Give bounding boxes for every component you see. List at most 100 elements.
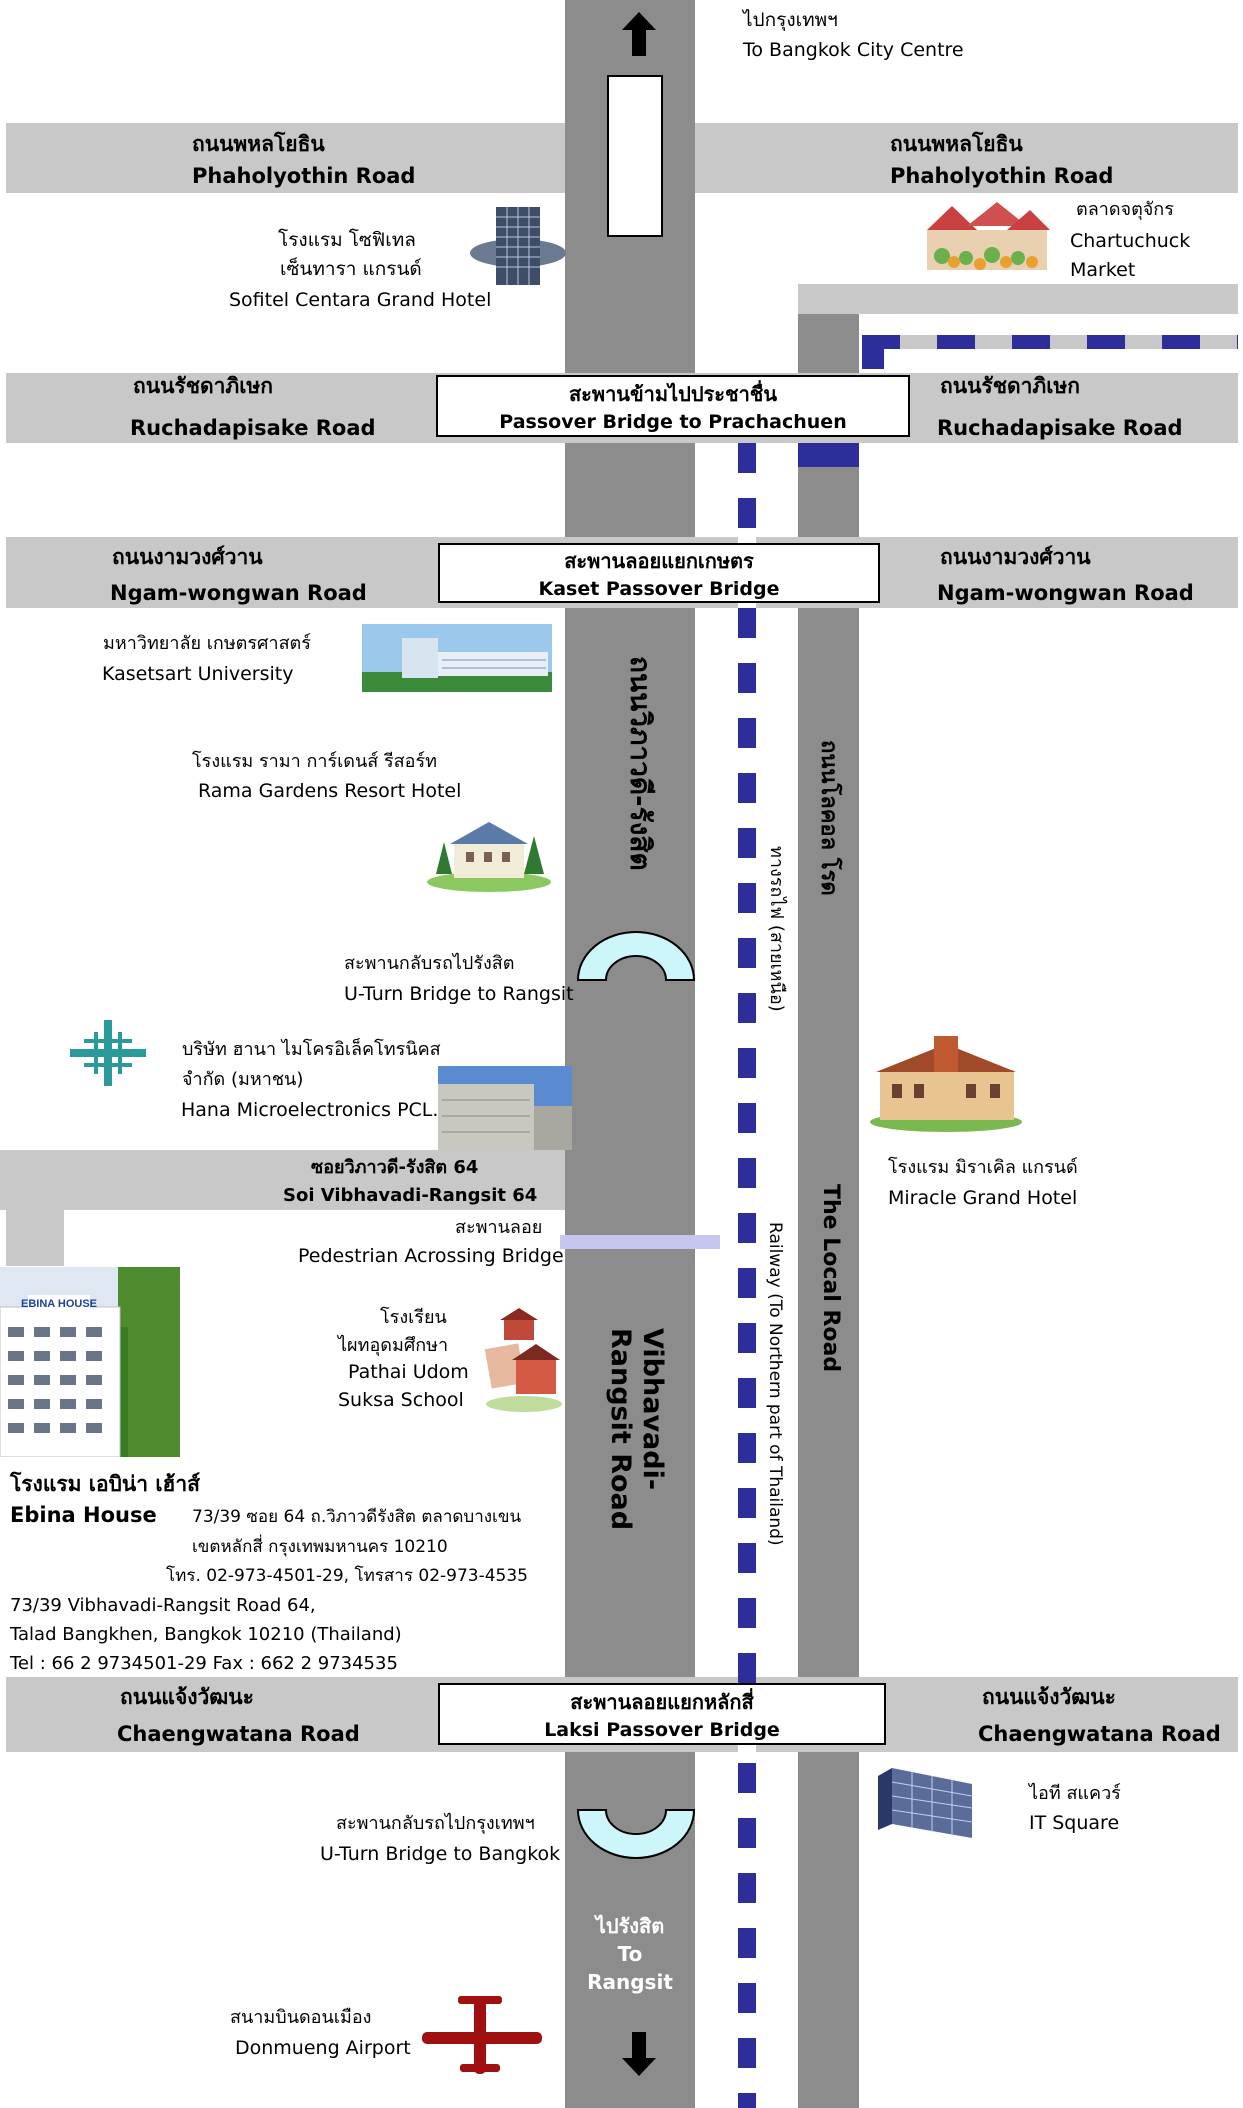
arrow-up-icon bbox=[622, 12, 656, 56]
school-label-th2: ไผทอุดมศึกษา bbox=[338, 1335, 449, 1356]
to-rangsit-to: To bbox=[617, 1942, 643, 1966]
school-label-en2: Suksa School bbox=[338, 1389, 464, 1411]
phaholyothin-label-right-en: Phaholyothin Road bbox=[890, 164, 1114, 188]
school-label-en1: Pathai Udom bbox=[348, 1361, 469, 1383]
chatuchak-label-en2: Market bbox=[1070, 259, 1136, 281]
chaengwatana-label-right-th: ถนนแจ้งวัฒนะ bbox=[982, 1685, 1116, 1709]
ruchadapisake-label-left-th: ถนนรัชดาภิเษก bbox=[133, 374, 273, 398]
it-square-label-en: IT Square bbox=[1029, 1812, 1120, 1834]
hana-label-en: Hana Microelectronics PCL. bbox=[181, 1099, 439, 1121]
chatuchak-label-en1: Chartuchuck bbox=[1070, 230, 1191, 252]
pedestrian-bridge-en: Pedestrian Acrossing Bridge bbox=[298, 1245, 564, 1267]
vibhavadi-label-en: Vibhavadi-Rangsit Road bbox=[604, 1328, 668, 1578]
rama-label-en: Rama Gardens Resort Hotel bbox=[198, 780, 462, 802]
rama-hotel-icon bbox=[427, 822, 551, 892]
ruchadapisake-label-right-th: ถนนรัชดาภิเษก bbox=[940, 374, 1080, 398]
ruchadapisake-label-left-en: Ruchadapisake Road bbox=[130, 416, 376, 440]
phaholyothin-road-right bbox=[695, 123, 1238, 193]
chaengwatana-label-left-th: ถนนแจ้งวัฒนะ bbox=[120, 1685, 254, 1709]
airplane-icon bbox=[422, 1996, 542, 2074]
phaholyothin-overpass bbox=[607, 75, 663, 237]
prachachuen-bridge-en: Passover Bridge to Prachachuen bbox=[499, 411, 847, 433]
sofitel-building-icon bbox=[470, 207, 566, 285]
rama-label-th: โรงแรม รามา การ์เดนส์ รีสอร์ท bbox=[192, 751, 437, 772]
to-rangsit-en: Rangsit bbox=[587, 1970, 673, 1994]
arrow-down-icon bbox=[622, 2032, 656, 2076]
ebina-name-th: โรงแรม เอบิน่า เฮ้าส์ bbox=[10, 1472, 200, 1496]
phaholyothin-label-right-th: ถนนพหลโยธิน bbox=[890, 132, 1023, 156]
railway-branch-corner bbox=[862, 335, 884, 369]
soi-64-road bbox=[0, 1150, 565, 1210]
it-square-building-icon bbox=[878, 1768, 973, 1838]
uturn-rangsit-en: U-Turn Bridge to Rangsit bbox=[344, 983, 574, 1005]
ebina-tel-en: Tel : 66 2 9734501-29 Fax : 662 2 973453… bbox=[10, 1653, 398, 1674]
ngamwongwan-label-right-th: ถนนงามวงศ์วาน bbox=[940, 545, 1091, 569]
school-label-th1: โรงเรียน bbox=[380, 1307, 447, 1328]
ebina-addr-en2: Talad Bangkhen, Bangkok 10210 (Thailand) bbox=[10, 1624, 402, 1645]
phaholyothin-label-left-en: Phaholyothin Road bbox=[192, 164, 416, 188]
uturn-rangsit-shape bbox=[576, 931, 696, 981]
ebina-sign-text: EBINA HOUSE bbox=[21, 1298, 97, 1310]
to-rangsit-th: ไปรังสิต bbox=[595, 1914, 665, 1938]
kasetsart-label-th: มหาวิทยาลัย เกษตรศาสตร์ bbox=[103, 633, 311, 654]
sofitel-label-en: Sofitel Centara Grand Hotel bbox=[229, 289, 492, 311]
local-road-connector bbox=[798, 284, 1238, 314]
ebina-house-image: EBINA HOUSE bbox=[0, 1267, 180, 1457]
railway-label-en: Railway (To Northern part of Thailand) bbox=[765, 1222, 785, 1546]
prachachuen-bridge-box: สะพานข้ามไปประชาชื่น Passover Bridge to … bbox=[436, 375, 910, 437]
phaholyothin-road-left bbox=[6, 123, 565, 193]
laksi-bridge-en: Laksi Passover Bridge bbox=[544, 1719, 780, 1741]
hana-label-th1: บริษัท ฮานา ไมโครอิเล็คโทรนิคส bbox=[182, 1039, 441, 1060]
pedestrian-bridge-bar bbox=[560, 1235, 720, 1249]
prachachuen-bridge-th: สะพานข้ามไปประชาชื่น bbox=[568, 382, 778, 406]
vibhavadi-road bbox=[565, 0, 695, 2108]
kasetsart-label-en: Kasetsart University bbox=[102, 663, 294, 685]
laksi-bridge-box: สะพานลอยแยกหลักสี่ Laksi Passover Bridge bbox=[438, 1683, 886, 1745]
airport-label-en: Donmueng Airport bbox=[235, 2037, 411, 2059]
uturn-bangkok-en: U-Turn Bridge to Bangkok bbox=[320, 1843, 561, 1865]
chatuchak-label-th: ตลาดจตุจักร bbox=[1076, 199, 1174, 220]
ngamwongwan-label-left-en: Ngam-wongwan Road bbox=[110, 581, 367, 605]
local-road-label-en: The Local Road bbox=[818, 1184, 843, 1373]
chaengwatana-label-left-en: Chaengwatana Road bbox=[117, 1722, 360, 1746]
airport-label-th: สนามบินดอนเมือง bbox=[230, 2007, 372, 2028]
railway-track bbox=[738, 443, 756, 2108]
kasetsart-building-image bbox=[362, 624, 552, 692]
hana-label-th2: จำกัด (มหาชน) bbox=[182, 1069, 304, 1090]
ebina-tel-th: โทร. 02-973-4501-29, โทรสาร 02-973-4535 bbox=[166, 1566, 528, 1586]
ruchadapisake-label-right-en: Ruchadapisake Road bbox=[937, 416, 1183, 440]
ebina-name-en: Ebina House bbox=[10, 1503, 157, 1527]
kaset-bridge-th: สะพานลอยแยกเกษตร bbox=[564, 549, 754, 573]
to-rangsit-block: ไปรังสิต To Rangsit bbox=[565, 1912, 695, 1996]
to-bangkok-th: ไปกรุงเทพฯ bbox=[743, 9, 838, 31]
chaengwatana-label-right-en: Chaengwatana Road bbox=[978, 1722, 1221, 1746]
uturn-bangkok-th: สะพานกลับรถไปกรุงเทพฯ bbox=[336, 1813, 535, 1834]
school-building-icon bbox=[484, 1308, 562, 1412]
uturn-bangkok-shape bbox=[576, 1809, 696, 1859]
railway-label-th: ทางรถไฟ (สายเหนือ) bbox=[766, 846, 787, 1012]
hana-logo-icon bbox=[70, 1020, 146, 1086]
to-bangkok-en: To Bangkok City Centre bbox=[743, 39, 964, 61]
pedestrian-bridge-th: สะพานลอย bbox=[455, 1217, 543, 1238]
sofitel-label-th2: เซ็นทารา แกรนด์ bbox=[280, 258, 422, 280]
soi-64-branch bbox=[6, 1210, 64, 1266]
miracle-label-en: Miracle Grand Hotel bbox=[888, 1187, 1078, 1209]
ebina-addr-th2: เขตหลักสี่ กรุงเทพมหานคร 10210 bbox=[192, 1537, 448, 1557]
vibhavadi-label-th: ถนนวิภาวดี-รังสิต bbox=[624, 656, 657, 871]
uturn-rangsit-th: สะพานกลับรถไปรังสิต bbox=[344, 953, 515, 974]
ngamwongwan-label-left-th: ถนนงามวงศ์วาน bbox=[112, 545, 263, 569]
ebina-addr-en1: 73/39 Vibhavadi-Rangsit Road 64, bbox=[10, 1595, 316, 1616]
vibhavadi-label-en-text: Vibhavadi-Rangsit Road bbox=[605, 1328, 668, 1531]
miracle-label-th: โรงแรม มิราเคิล แกรนด์ bbox=[888, 1157, 1078, 1178]
sofitel-label-th1: โรงแรม โซฟิเทล bbox=[278, 229, 416, 251]
local-road-label-th: ถนนโลคอล โรด bbox=[816, 740, 841, 896]
laksi-bridge-th: สะพานลอยแยกหลักสี่ bbox=[570, 1690, 754, 1714]
soi64-label-th: ซอยวิภาวดี-รังสิต 64 bbox=[311, 1157, 479, 1178]
ebina-addr-th1: 73/39 ซอย 64 ถ.วิภาวดีรังสิต ตลาดบางเขน bbox=[192, 1507, 522, 1527]
railway-track-branch bbox=[862, 335, 1238, 349]
it-square-label-th: ไอที สแควร์ bbox=[1029, 1783, 1121, 1804]
chatuchak-market-icon bbox=[927, 202, 1050, 270]
soi64-label-en: Soi Vibhavadi-Rangsit 64 bbox=[283, 1185, 538, 1206]
kaset-bridge-en: Kaset Passover Bridge bbox=[538, 578, 780, 600]
phaholyothin-label-left-th: ถนนพหลโยธิน bbox=[192, 132, 325, 156]
